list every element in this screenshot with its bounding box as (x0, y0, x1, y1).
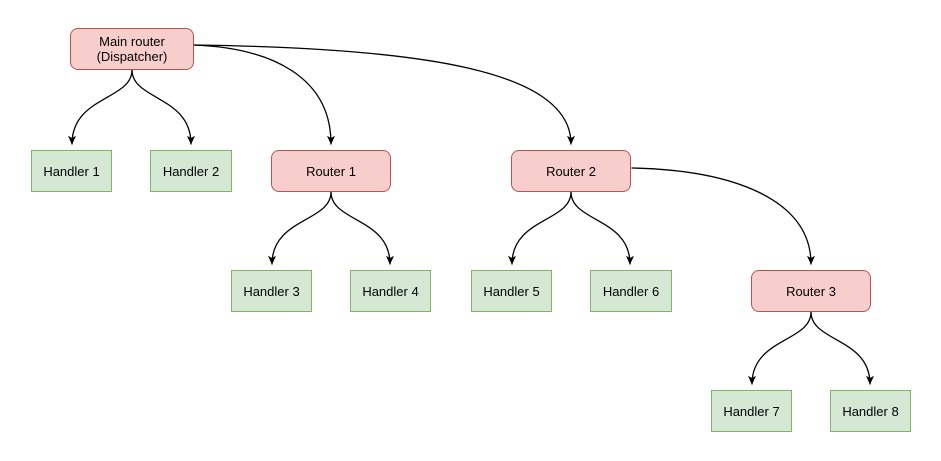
node-handler-1[interactable]: Handler 1 (31, 150, 112, 192)
node-handler-5[interactable]: Handler 5 (471, 270, 552, 312)
node-handler-3[interactable]: Handler 3 (231, 270, 312, 312)
edge-router-1-to-handler-3 (268, 191, 332, 265)
diagram-edges (68, 44, 874, 385)
edge-main-to-handler-2 (131, 69, 195, 145)
node-label: Handler 3 (243, 283, 300, 299)
node-main-router[interactable]: Main router (Dispatcher) (70, 28, 194, 70)
edge-router-3-to-handler-8 (810, 311, 874, 385)
node-label: Main router (Dispatcher) (96, 34, 168, 64)
edge-router-1-to-handler-4 (330, 191, 394, 265)
node-label: Handler 1 (43, 163, 100, 179)
node-label: Handler 2 (162, 163, 220, 179)
node-handler-8[interactable]: Handler 8 (830, 390, 911, 432)
node-label: Handler 8 (842, 403, 899, 419)
node-label: Router 1 (306, 163, 356, 179)
edge-main-to-handler-1 (68, 69, 133, 145)
node-label: Router 3 (786, 283, 836, 299)
node-label: Handler 7 (723, 403, 780, 419)
edge-router-2-to-handler-6 (570, 191, 634, 265)
node-handler-4[interactable]: Handler 4 (350, 270, 431, 312)
node-label: Handler 6 (602, 283, 660, 299)
node-handler-6[interactable]: Handler 6 (590, 270, 672, 312)
edge-router-2-to-router-3 (631, 167, 815, 265)
node-handler-2[interactable]: Handler 2 (150, 150, 232, 192)
node-router-1[interactable]: Router 1 (271, 150, 391, 192)
node-router-2[interactable]: Router 2 (511, 150, 631, 192)
node-handler-7[interactable]: Handler 7 (711, 390, 792, 432)
edge-router-2-to-handler-5 (508, 191, 572, 265)
node-label: Router 2 (546, 163, 596, 179)
node-router-3[interactable]: Router 3 (751, 270, 871, 312)
edge-router-3-to-handler-7 (748, 311, 812, 385)
node-label: Handler 5 (483, 283, 540, 299)
node-label: Handler 4 (362, 283, 419, 299)
edge-main-to-router-1 (193, 44, 335, 145)
edge-main-to-router-2 (193, 44, 575, 145)
